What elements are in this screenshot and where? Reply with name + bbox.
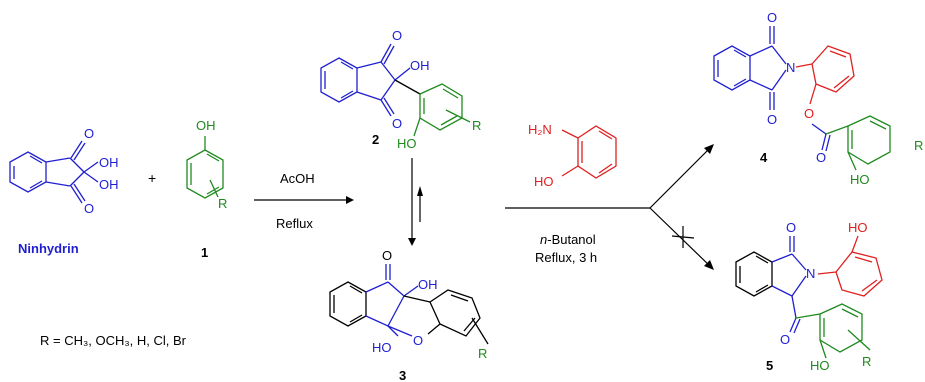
arrow-to-4-head [704, 144, 714, 154]
arrow2-solvent: n-Butanol [540, 232, 596, 247]
ninhydrin-oh-2: OH [99, 177, 119, 192]
compound-2-structure [320, 43, 471, 137]
compound-5-n: N [806, 266, 815, 281]
reaction-arrow-1-head [346, 196, 354, 204]
phenol-structure [186, 136, 224, 199]
compound-2-o-bottom: O [392, 116, 402, 131]
compound-4-o-top: O [767, 10, 777, 25]
compound-4-ho: HO [850, 172, 870, 187]
compound-3-r: R [478, 346, 487, 361]
compound-3-structure [329, 264, 489, 345]
compound-4-structure [713, 26, 891, 171]
compound-4-r: R [914, 138, 923, 153]
compound-4-o-bottom: O [767, 112, 777, 127]
compound-2-ho: HO [397, 136, 417, 151]
compound-label-5: 5 [766, 358, 773, 373]
aminophenol-nh2: H₂N [528, 122, 552, 137]
compound-3-o-top: O [382, 248, 392, 263]
compound-5-structure [735, 235, 883, 359]
compound-5-o-top: O [786, 220, 796, 235]
compound-5-r: R [862, 354, 871, 369]
compound-5-keto-o: O [780, 332, 790, 347]
compound-4-carbonyl-o: O [816, 150, 826, 165]
phenol-oh: OH [196, 118, 216, 133]
compound-3-oh: OH [418, 277, 438, 292]
aminophenol-oh: HO [534, 174, 554, 189]
arrow1-condition: Reflux [276, 216, 313, 231]
compound-4-ester-o: O [804, 106, 814, 121]
plus-sign: + [148, 170, 156, 186]
arrow-to-5 [649, 207, 713, 269]
substituent-list: R = CH₃, OCH₃, H, Cl, Br [40, 333, 187, 348]
compound-label-2: 2 [372, 132, 379, 147]
arrow-to-5-head [704, 260, 714, 270]
compound-5-ho: HO [810, 358, 830, 373]
phenol-r: R [218, 196, 227, 211]
ninhydrin-structure [9, 140, 99, 204]
ninhydrin-oh-1: OH [99, 155, 119, 170]
arrow-to-4 [649, 145, 713, 209]
compound-3-ho: HO [372, 340, 392, 355]
compound-label-3: 3 [399, 368, 406, 382]
arrow1-reagent: AcOH [280, 171, 315, 186]
ninhydrin-name: Ninhydrin [18, 241, 79, 256]
compound-2-oh: OH [410, 58, 430, 73]
aminophenol-structure [561, 125, 617, 179]
ninhydrin-o-top: O [84, 126, 94, 141]
compound-3-ring-o: O [413, 333, 423, 348]
equilibrium-arrows [408, 158, 423, 246]
compound-2-r: R [472, 118, 481, 133]
compound-4-n: N [786, 60, 795, 75]
arrow2-condition: Reflux, 3 h [535, 250, 597, 265]
compound-label-4: 4 [760, 150, 768, 165]
compound-label-1: 1 [201, 245, 208, 260]
ninhydrin-o-bottom: O [84, 201, 94, 216]
compound-5-oh: HO [848, 220, 868, 235]
compound-2-o-top: O [392, 28, 402, 43]
